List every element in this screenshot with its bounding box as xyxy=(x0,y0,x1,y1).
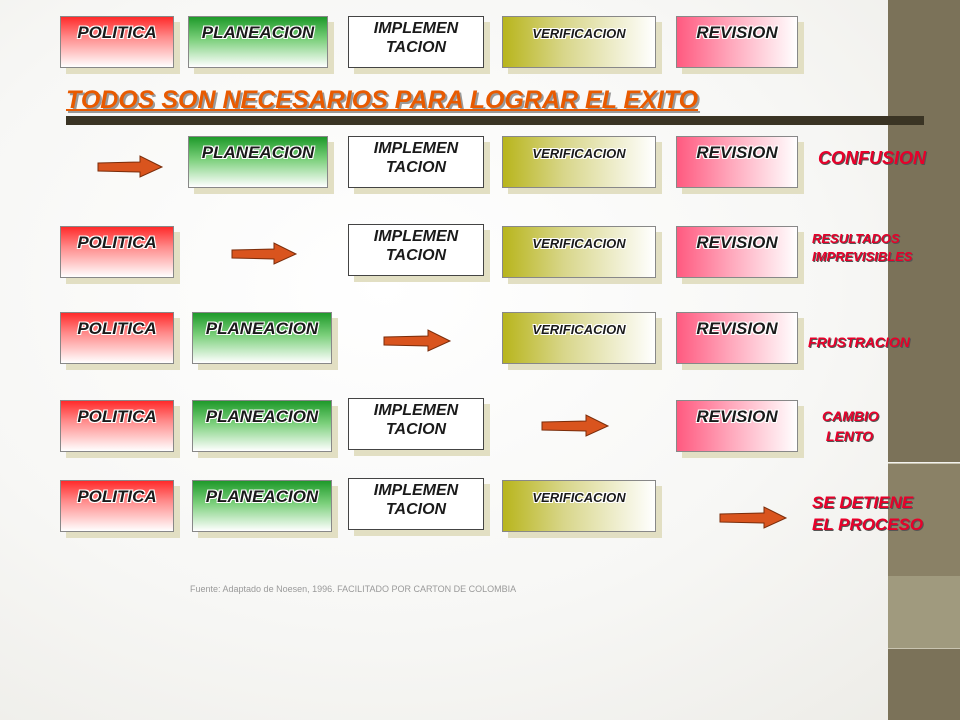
planeacion-box: PLANEACION xyxy=(192,312,338,370)
planeacion-label: PLANEACION xyxy=(205,407,319,426)
main-title: TODOS SON NECESARIOS PARA LOGRAR EL EXIT… xyxy=(66,86,699,114)
politica-label: POLITICA xyxy=(77,319,157,338)
verificacion-label: VERIFICACION xyxy=(532,236,626,251)
revision-label: REVISION xyxy=(696,233,778,252)
verificacion-label: VERIFICACION xyxy=(532,146,626,161)
politica-box: POLITICA xyxy=(60,16,180,74)
planeacion-box: PLANEACION xyxy=(192,480,338,538)
revision-box: REVISION xyxy=(676,312,804,370)
result-cambio-lento: CAMBIO LENTO xyxy=(822,408,879,444)
arrow-icon xyxy=(541,414,610,437)
planeacion-label: PLANEACION xyxy=(205,319,319,338)
sidebar-panel-bottom xyxy=(888,649,960,720)
arrow-icon xyxy=(231,242,298,265)
verificacion-box: VERIFICACION xyxy=(502,480,662,538)
planeacion-box: PLANEACION xyxy=(192,400,338,458)
revision-box: REVISION xyxy=(676,226,804,284)
result-confusion: CONFUSION xyxy=(818,148,926,168)
revision-label: REVISION xyxy=(696,23,778,42)
result-frustracion: FRUSTRACION xyxy=(808,334,910,350)
revision-box: REVISION xyxy=(676,136,804,194)
verificacion-box: VERIFICACION xyxy=(502,16,662,74)
politica-box: POLITICA xyxy=(60,400,180,458)
revision-label: REVISION xyxy=(696,143,778,162)
title-underline-bar xyxy=(66,116,924,125)
revision-box: REVISION xyxy=(676,400,804,458)
revision-box: REVISION xyxy=(676,16,804,74)
planeacion-box: PLANEACION xyxy=(188,136,334,194)
arrow-icon xyxy=(383,329,452,352)
politica-label: POLITICA xyxy=(77,487,157,506)
verificacion-box: VERIFICACION xyxy=(502,226,662,284)
planeacion-label: PLANEACION xyxy=(201,23,315,42)
verificacion-label: VERIFICACION xyxy=(532,322,626,337)
politica-box: POLITICA xyxy=(60,226,180,284)
planeacion-label: PLANEACION xyxy=(201,143,315,162)
source-note: Fuente: Adaptado de Noesen, 1996. FACILI… xyxy=(190,584,517,594)
arrow-icon xyxy=(719,506,788,529)
revision-label: REVISION xyxy=(696,407,778,426)
politica-label: POLITICA xyxy=(77,407,157,426)
planeacion-box: PLANEACION xyxy=(188,16,334,74)
politica-box: POLITICA xyxy=(60,480,180,538)
planeacion-label: PLANEACION xyxy=(205,487,319,506)
sidebar-panel-top xyxy=(888,0,960,462)
politica-box: POLITICA xyxy=(60,312,180,370)
sidebar-panel-lower xyxy=(888,576,960,649)
verificacion-box: VERIFICACION xyxy=(502,312,662,370)
verificacion-label: VERIFICACION xyxy=(532,26,626,41)
verificacion-label: VERIFICACION xyxy=(532,490,626,505)
arrow-icon xyxy=(97,155,164,178)
politica-label: POLITICA xyxy=(77,233,157,252)
politica-label: POLITICA xyxy=(77,23,157,42)
revision-label: REVISION xyxy=(696,319,778,338)
sidebar-panel-middle xyxy=(888,463,960,577)
verificacion-box: VERIFICACION xyxy=(502,136,662,194)
